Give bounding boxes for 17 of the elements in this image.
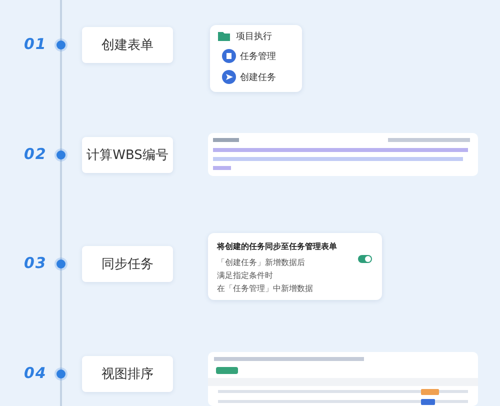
card-heading: 将创建的任务同步至任务管理表单 [217, 241, 337, 252]
menu-heading: 项目执行 [236, 30, 272, 43]
card-text: 「创建任务」新增数据后 [217, 257, 305, 268]
settings-card [208, 233, 382, 300]
step-box: 同步任务 [82, 246, 173, 282]
step-number: 01 [24, 35, 47, 53]
card-text: 满足指定条件时 [217, 270, 273, 281]
card-text: 在「任务管理」中新增数据 [217, 283, 313, 294]
step-number: 04 [24, 364, 47, 382]
menu-item: 创建任务 [240, 72, 276, 84]
menu-card [210, 25, 302, 92]
menu-item: 任务管理 [240, 50, 276, 63]
step-number: 03 [24, 254, 47, 272]
step-number: 02 [24, 145, 47, 163]
step-box: 创建表单 [82, 27, 173, 63]
step-box: 视图排序 [82, 356, 173, 392]
step-box: 计算WBS编号 [82, 137, 173, 173]
